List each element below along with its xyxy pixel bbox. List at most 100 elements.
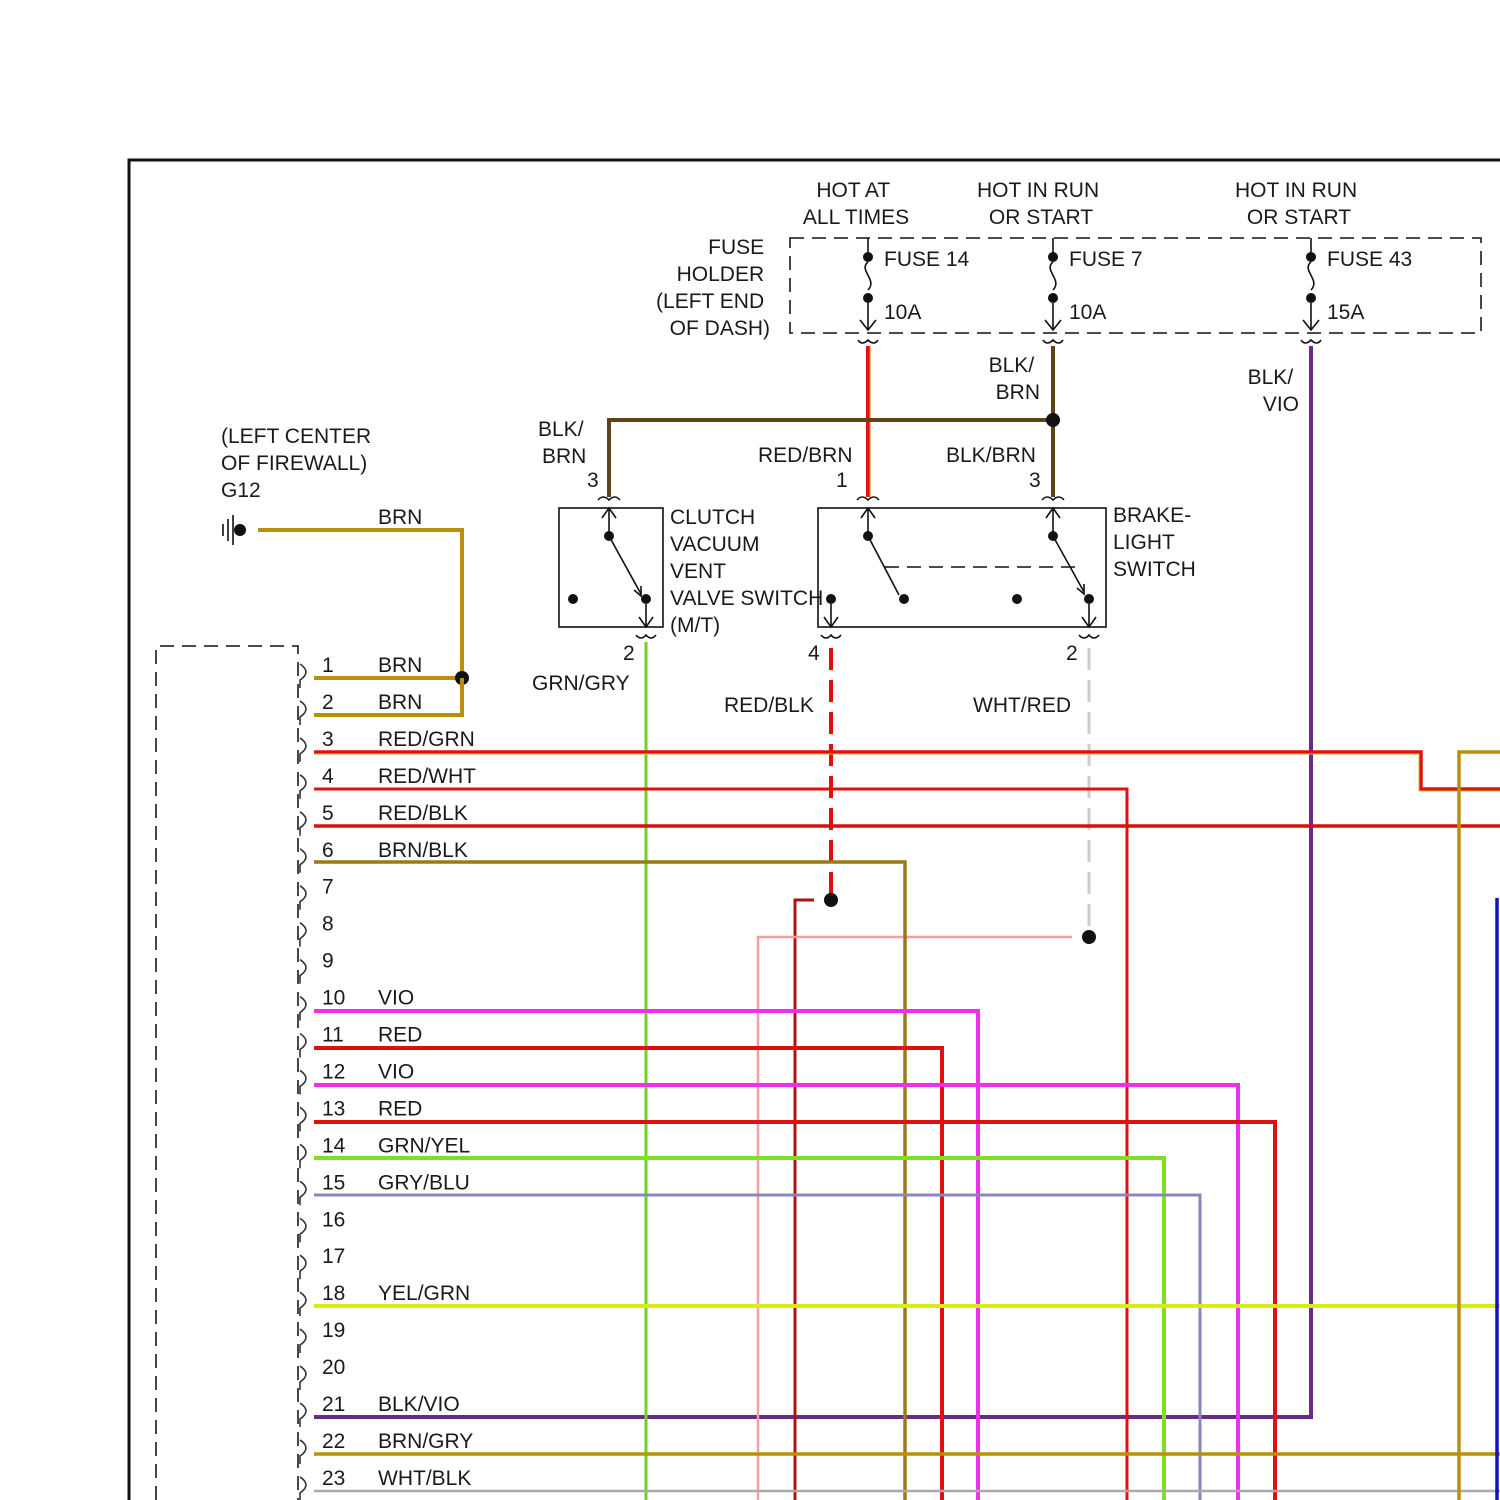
connector-pin-mark (300, 775, 306, 799)
connector-pins: 1BRN2BRN3RED/GRN4RED/WHT5RED/BLK6BRN/BLK… (300, 654, 476, 1500)
wire-label-red-brn: RED/BRN (758, 444, 853, 467)
fuse-7: FUSE 7 10A (1043, 238, 1143, 343)
wire-red-blk-splice (795, 900, 814, 1500)
connector-pin-number: 13 (322, 1097, 345, 1120)
connector-pin-wire-label: YEL/GRN (378, 1282, 470, 1305)
fuse-14: FUSE 14 10A (858, 238, 970, 343)
connector-pin-mark (300, 1034, 306, 1058)
connector-pin-mark (300, 1218, 306, 1242)
splice-red-blk (824, 893, 838, 907)
connector-pin-mark (300, 1255, 306, 1279)
connector-pin-number: 2 (322, 691, 334, 714)
hot-at-all-times-line2: ALL TIMES (803, 206, 909, 229)
connector-pin-mark (300, 1070, 306, 1094)
connector-pin-mark (300, 1440, 306, 1464)
wire-label-wht-red: WHT/RED (973, 694, 1071, 717)
connector-pin-number: 14 (322, 1134, 346, 1157)
connector-pin-mark (300, 923, 306, 947)
connector-pin-wire-label: RED (378, 1024, 422, 1047)
hot-in-run-label-1: HOT IN RUN OR START (977, 179, 1105, 229)
clutch-pin-2: 2 (623, 642, 635, 665)
connector-pin-wire-label: RED/GRN (378, 728, 475, 751)
connector-pin-mark (300, 886, 306, 910)
wire-label-red-blk: RED/BLK (724, 694, 814, 717)
hot-at-all-times-line1: HOT AT (816, 179, 890, 202)
connector-pin-mark (300, 664, 306, 688)
connector-pin-number: 23 (322, 1467, 345, 1490)
clutch-pin-3: 3 (587, 469, 599, 492)
connector-pin-number: 21 (322, 1393, 345, 1416)
hot-in-run-label-2: HOT IN RUN OR START (1235, 179, 1363, 229)
connector-pin-number: 22 (322, 1430, 345, 1453)
ground-terminal-icon (234, 524, 246, 536)
brake-pin-2: 2 (1066, 642, 1078, 665)
connector-pin-mark (300, 1329, 306, 1353)
hot-at-all-times-label: HOT AT ALL TIMES (803, 179, 909, 229)
fuse-14-rating: 10A (884, 301, 921, 324)
connector-pin-wire-label: GRY/BLU (378, 1171, 470, 1194)
splice-blk-brn (1046, 413, 1060, 427)
connector-pin-mark (300, 1292, 306, 1316)
connector-pin-number: 10 (322, 987, 345, 1010)
connector-pin-number: 18 (322, 1282, 345, 1305)
connector-pin-mark (300, 738, 306, 762)
connector-pin-mark (300, 1181, 306, 1205)
connector-pin-mark (300, 997, 306, 1021)
brake-light-switch: 1 3 4 2 BRAKE- LIGHT SWITCH (808, 469, 1197, 665)
connector-pin-wire-label: BRN (378, 654, 422, 677)
clutch-vacuum-vent-valve-switch: 3 2 CLUTCH VACUUM VENT VALVE SWITCH (M/T… (559, 469, 829, 665)
connector-pin-wire-label: VIO (378, 1060, 414, 1083)
wire-label-clutch-top: BLK/ BRN (538, 418, 589, 468)
connector-pin-number: 1 (322, 654, 334, 677)
connector-pin-number: 11 (322, 1024, 344, 1047)
ground-location-line2: OF FIREWALL) (221, 452, 367, 475)
brake-pin-4: 4 (808, 642, 820, 665)
fuse-43: FUSE 43 15A (1301, 238, 1412, 343)
connector-pin-number: 17 (322, 1245, 345, 1268)
hot-in-run-2-line2: OR START (1247, 206, 1351, 229)
splice-wht-red (1082, 930, 1096, 944)
ground-g12: (LEFT CENTER OF FIREWALL) G12 BRN (221, 425, 462, 678)
connector-pin-wire-label: RED/BLK (378, 802, 468, 825)
fuse-holder-line4: OF DASH) (670, 317, 770, 340)
brake-pin-1: 1 (836, 469, 848, 492)
connector-pin-wire-label: GRN/YEL (378, 1134, 470, 1157)
connector-pin-number: 8 (322, 913, 334, 936)
connector-pin-mark (300, 1144, 306, 1168)
connector-pin-wire-label: BLK/VIO (378, 1393, 460, 1416)
brake-pin-3: 3 (1029, 469, 1041, 492)
fuse-7-name: FUSE 7 (1069, 248, 1143, 271)
connector-pin-number: 19 (322, 1319, 345, 1342)
ground-location-line1: (LEFT CENTER (221, 425, 371, 448)
connector-pin-wire-label: RED (378, 1097, 422, 1120)
ground-location-label: (LEFT CENTER OF FIREWALL) G12 (221, 425, 377, 502)
clutch-switch-label: CLUTCH VACUUM VENT VALVE SWITCH (M/T) (670, 506, 829, 637)
connector-pin-number: 7 (322, 876, 334, 899)
connector-pin-wire-label: RED/WHT (378, 765, 476, 788)
module-outline (156, 646, 298, 1500)
connector-pin-mark (300, 1477, 306, 1500)
fuse-43-name: FUSE 43 (1327, 248, 1412, 271)
connector-pin-wire-label: WHT/BLK (378, 1467, 471, 1490)
wire-label-brn-ground: BRN (378, 506, 422, 529)
fuse-7-rating: 10A (1069, 301, 1106, 324)
hot-in-run-1-line1: HOT IN RUN (977, 179, 1099, 202)
connector-pin-wire-label: VIO (378, 987, 414, 1010)
wire-label-fuse7-out: BLK/ BRN (989, 354, 1040, 404)
connector-pin-number: 16 (322, 1208, 345, 1231)
connector-pin-wire-label: BRN/BLK (378, 839, 468, 862)
wire-label-fuse43-out: BLK/ VIO (1248, 366, 1299, 416)
connector-pin-number: 9 (322, 950, 334, 973)
connector-pin-number: 6 (322, 839, 334, 862)
wire-right-brn (1459, 752, 1500, 1500)
connector-pin-mark (300, 1366, 306, 1390)
hot-in-run-1-line2: OR START (989, 206, 1093, 229)
hot-in-run-2-line1: HOT IN RUN (1235, 179, 1357, 202)
connector-pin-number: 5 (322, 802, 334, 825)
connector-pin-wire-label: BRN (378, 691, 422, 714)
wire-red-grn (314, 752, 1500, 789)
fuse-14-name: FUSE 14 (884, 248, 970, 271)
fuse-43-rating: 15A (1327, 301, 1364, 324)
wire-brn-ground (258, 530, 462, 678)
